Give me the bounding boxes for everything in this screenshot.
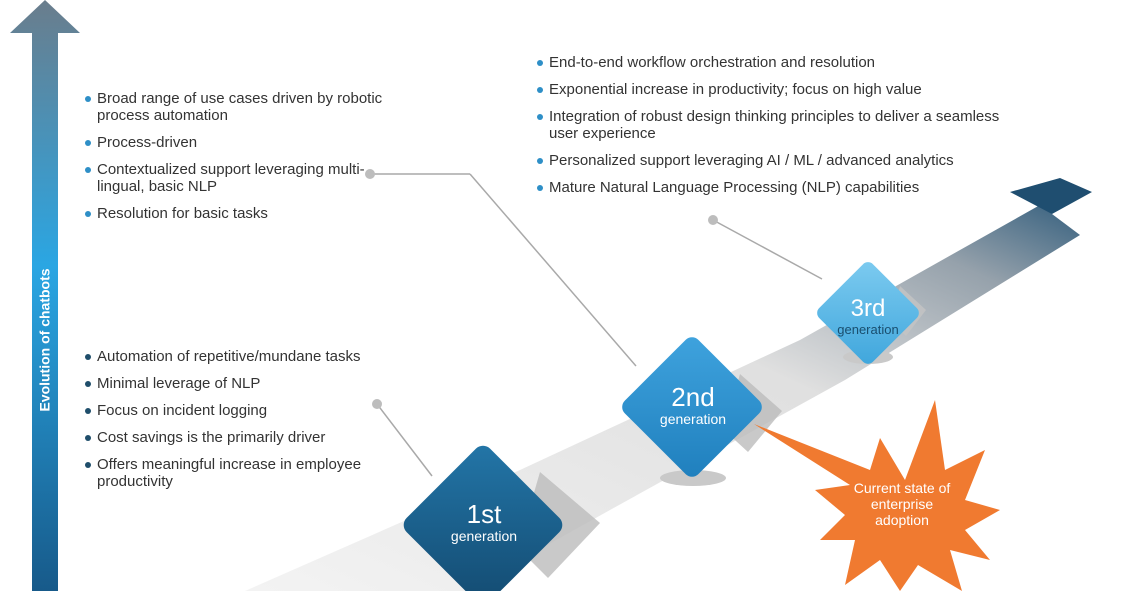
generation-3-marker <box>817 262 919 364</box>
list-item: Automation of repetitive/mundane tasks <box>85 348 415 365</box>
generation-2-marker <box>622 337 762 477</box>
list-item: End-to-end workflow orchestration and re… <box>537 54 1017 71</box>
generation-word: generation <box>450 528 518 544</box>
list-item: Personalized support leveraging AI / ML … <box>537 152 1017 169</box>
list-item: Integration of robust design thinking pr… <box>537 108 1017 142</box>
generation-word: generation <box>659 411 727 427</box>
list-item: Broad range of use cases driven by robot… <box>85 90 385 124</box>
current-state-callout-burst <box>754 400 1000 591</box>
list-item: Mature Natural Language Processing (NLP)… <box>537 179 1017 196</box>
list-item: Process-driven <box>85 134 385 151</box>
list-item: Contextualized support leveraging multi-… <box>85 161 385 195</box>
evolution-axis-arrow <box>10 0 80 591</box>
first-generation-features: Automation of repetitive/mundane tasks M… <box>85 348 415 500</box>
list-item: Offers meaningful increase in employee p… <box>85 456 415 490</box>
third-generation-features: End-to-end workflow orchestration and re… <box>537 54 1017 206</box>
axis-label: Evolution of chatbots <box>37 268 54 412</box>
current-state-callout-text: Current state of enterprise adoption <box>853 480 951 528</box>
list-item: Exponential increase in productivity; fo… <box>537 81 1017 98</box>
generation-1-marker <box>403 445 563 591</box>
list-item: Resolution for basic tasks <box>85 205 385 222</box>
second-generation-features: Broad range of use cases driven by robot… <box>85 90 385 232</box>
generation-3-label: 3rd generation <box>818 296 918 338</box>
generation-2-label: 2nd generation <box>643 383 743 427</box>
list-item: Focus on incident logging <box>85 402 415 419</box>
list-item: Cost savings is the primarily driver <box>85 429 415 446</box>
connector-dots <box>365 169 718 409</box>
generation-number: 3rd <box>850 295 886 322</box>
list-item: Minimal leverage of NLP <box>85 375 415 392</box>
generation-number: 2nd <box>671 382 715 412</box>
generation-number: 1st <box>466 499 502 529</box>
connector-lines <box>370 173 823 477</box>
generation-word: generation <box>837 322 899 337</box>
generation-1-label: 1st generation <box>434 500 534 544</box>
